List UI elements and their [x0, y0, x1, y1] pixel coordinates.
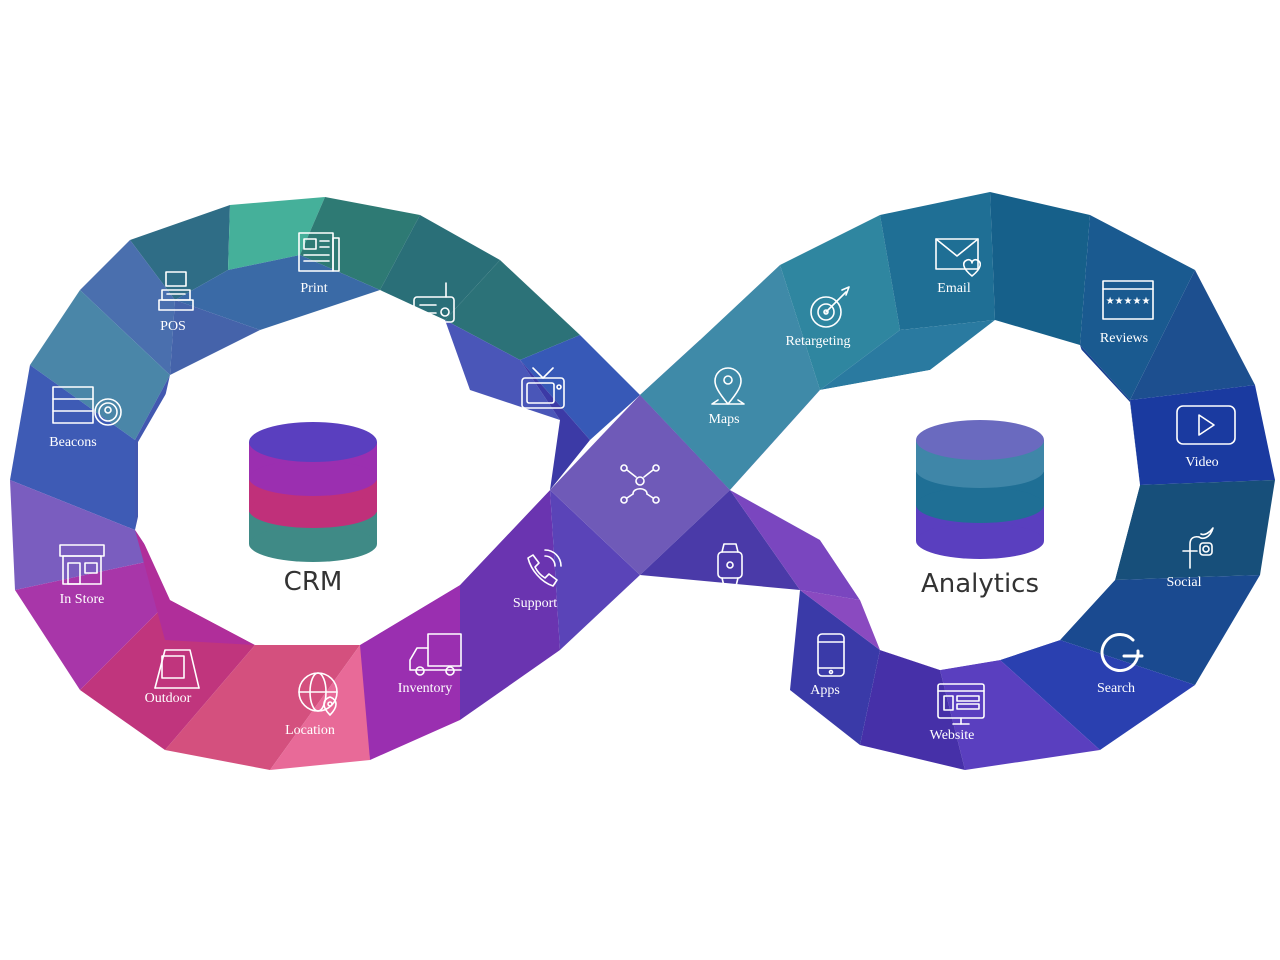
- billboard-icon: [154, 649, 200, 689]
- tv-icon: [521, 367, 565, 409]
- channel-pos-label: POS: [160, 319, 186, 334]
- channel-outdoor: Outdoor: [145, 649, 200, 706]
- channel-search-label: Search: [1097, 681, 1135, 696]
- social-icon: [1182, 527, 1214, 569]
- star-review-icon: ★★★★★: [1102, 280, 1154, 320]
- channel-video: Video: [1176, 405, 1236, 470]
- email-heart-icon: [935, 238, 982, 277]
- smartphone-icon: [817, 633, 845, 677]
- channel-support: Support: [513, 549, 562, 611]
- channel-email: Email: [935, 238, 982, 296]
- target-icon: [810, 286, 850, 328]
- google-icon: [1100, 633, 1144, 672]
- channel-location: Location: [285, 672, 338, 738]
- browser-icon: [937, 683, 985, 725]
- truck-icon: [409, 633, 462, 676]
- channel-print-label: Print: [300, 281, 327, 296]
- radio-icon: [413, 282, 455, 323]
- channel-pos: POS: [158, 271, 194, 334]
- channel-maps-label: Maps: [708, 412, 739, 427]
- channel-in-store-label: In Store: [60, 592, 105, 607]
- channel-outdoor-label: Outdoor: [145, 691, 192, 706]
- analytics-label: Analytics: [921, 569, 1039, 599]
- play-icon: [1176, 405, 1236, 445]
- svg-text:★★★★★: ★★★★★: [1106, 296, 1151, 307]
- channel-tv-label: TV: [531, 417, 550, 432]
- channel-reviews: ★★★★★ Reviews: [1100, 280, 1154, 346]
- channel-center: [620, 464, 660, 504]
- channel-inventory: Inventory: [398, 633, 462, 696]
- map-pin-icon: [711, 367, 745, 405]
- network-icon: [620, 464, 660, 504]
- channel-inventory-label: Inventory: [398, 681, 452, 696]
- channel-print: Print: [298, 232, 340, 296]
- channel-website-label: Website: [930, 728, 975, 743]
- channel-website: Website: [930, 683, 985, 743]
- channel-location-label: Location: [285, 723, 335, 738]
- channel-reviews-label: Reviews: [1100, 331, 1148, 346]
- crm-label: CRM: [284, 567, 343, 597]
- channel-beacons: Beacons: [49, 386, 122, 450]
- newspaper-icon: [298, 232, 340, 272]
- channel-maps: Maps: [708, 367, 745, 427]
- channel-social: Social: [1167, 527, 1214, 590]
- crm-database-icon: [249, 422, 377, 562]
- channel-video-label: Video: [1185, 455, 1218, 470]
- analytics-database-icon: [916, 420, 1044, 559]
- channel-apps: Apps: [810, 633, 845, 698]
- globe-pin-icon: [298, 672, 338, 716]
- channel-email-label: Email: [937, 281, 971, 296]
- channel-beacons-label: Beacons: [49, 435, 96, 450]
- channel-wearables-label: Wearables: [691, 595, 749, 610]
- channel-radio-label: Radio: [413, 334, 446, 349]
- channel-apps-label: Apps: [810, 683, 840, 698]
- channel-social-label: Social: [1167, 575, 1202, 590]
- infinity-band: [10, 192, 1275, 770]
- channel-retargeting: Retargeting: [785, 286, 851, 349]
- channel-tv: TV: [521, 367, 565, 432]
- storefront-icon: [59, 544, 105, 585]
- channel-radio: Radio: [413, 282, 455, 349]
- channel-wearables: Wearables: [691, 543, 749, 610]
- channel-support-label: Support: [513, 596, 557, 611]
- beacon-icon: [52, 386, 122, 426]
- phone-icon: [527, 549, 562, 587]
- channel-retargeting-label: Retargeting: [785, 334, 850, 349]
- channel-in-store: In Store: [59, 544, 105, 607]
- cash-register-icon: [158, 271, 194, 311]
- smartwatch-icon: [717, 543, 743, 587]
- channel-search: Search: [1097, 633, 1144, 696]
